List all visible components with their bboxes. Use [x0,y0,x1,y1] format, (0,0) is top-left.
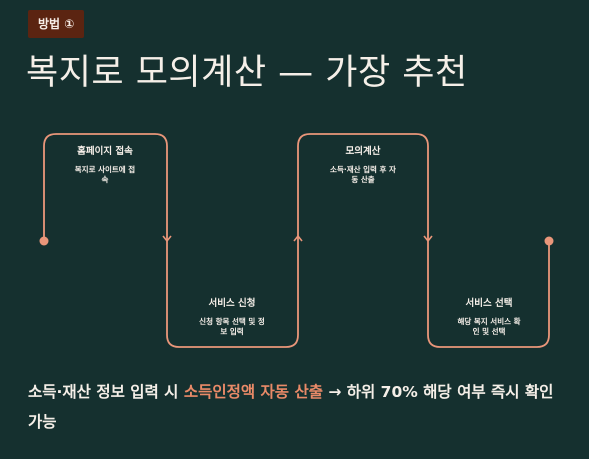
step-description: 신청 항목 선택 및 정 보 입력 [199,317,265,336]
method-badge: 방법 ① [28,10,85,38]
summary-text: 소득·재산 정보 입력 시 소득인정액 자동 산출 → 하위 70% 해당 여부… [28,383,554,431]
flow-start-dot [39,236,49,246]
arrow-down-icon [423,235,433,243]
arrow-down-icon [162,235,172,243]
step-title: 서비스 신청 [208,298,256,309]
step-calculation: 모의계산 소득·재산 입력 후 자 동 산출 [310,143,416,185]
flow-end-dot [544,236,554,246]
step-description: 복지로 사이트에 접 속 [74,165,136,184]
step-select: 서비스 선택 해당 복지 서비스 확 인 및 선택 [440,295,538,337]
step-title: 홈페이지 접속 [77,146,133,157]
step-title: 서비스 선택 [465,298,513,309]
step-description: 해당 복지 서비스 확 인 및 선택 [457,317,521,336]
step-title: 모의계산 [345,146,381,157]
step-homepage: 홈페이지 접속 복지로 사이트에 접 속 [55,143,155,185]
step-apply: 서비스 신청 신청 항목 선택 및 정 보 입력 [180,295,284,337]
arrow-up-icon [293,234,303,242]
summary-highlight: 소득인정액 자동 산출 [183,383,323,401]
page-title: 복지로 모의계산 — 가장 추천 [26,53,468,93]
step-description: 소득·재산 입력 후 자 동 산출 [330,165,396,184]
